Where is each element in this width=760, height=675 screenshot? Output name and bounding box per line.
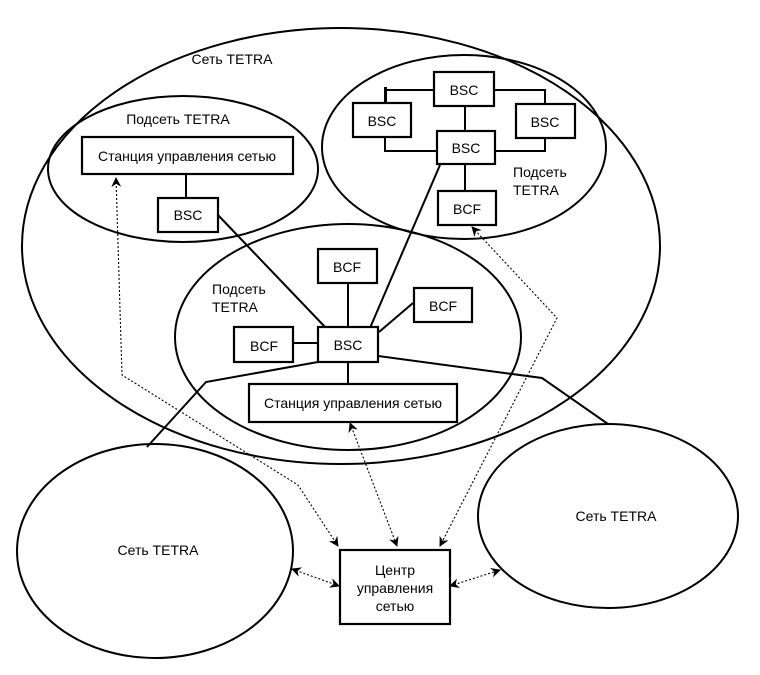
link-bsc-right-bsc-center [369,164,441,329]
subnet-right-label-1: Подсеть [513,164,567,180]
station-left-label: Станция управления сетью [98,148,276,164]
control-center-line3: сетью [376,598,415,614]
mgmt-link-network-left [291,567,340,588]
link-bsc-right-bsc-center [496,136,546,152]
mgmt-link-right-bcf [439,226,558,547]
bsc-rright-label: BSC [531,114,560,130]
control-center-line1: Центр [375,562,415,578]
bsc-rleft-label: BSC [368,113,397,129]
link-bcf-right-bsc [378,302,414,333]
subnet-left-label: Подсеть TETRA [126,111,230,127]
bsc-rcenter-label: BSC [452,140,481,156]
bsc-center-label: BSC [334,337,363,353]
bcf-cleft-label: BCF [250,338,278,354]
mgmt-link-left-station [111,177,339,547]
bsc-center-box [316,325,380,364]
bcf-cright-label: BCF [429,298,457,314]
bcf-cleft-box [232,325,295,364]
station-center-box [247,382,459,424]
bsc-top-label: BSC [450,82,479,98]
link-bsc-top-bsc-left [384,89,437,106]
link-bsc-left-bsc-center [384,136,437,152]
bcf-cright-box [412,286,474,324]
bsc-rleft-box [351,101,413,139]
network-right-label: Сеть TETRA [576,508,658,524]
bsc-left-label: BSC [174,207,203,223]
bcf-rbottom-label: BCF [453,201,481,217]
mgmt-link-center-station [348,422,399,547]
mgmt-link-network-right [449,568,501,588]
station-center-label: Станция управления сетью [264,395,442,411]
bsc-left-box [156,196,220,234]
bsc-rcenter-box [435,129,497,166]
subnet-center-label-2: TETRA [212,299,259,315]
bcf-ctop-box [316,247,379,285]
bcf-ctop-label: BCF [333,259,361,275]
control-center-line2: управления [357,580,433,596]
link-bsc-top-bsc-right [494,89,546,106]
subnet-center-label-1: Подсеть [212,281,266,297]
subnet-right-label-2: TETRA [513,182,560,198]
network-left-label: Сеть TETRA [118,542,200,558]
link-bsc-network-right [377,355,609,425]
control-center-box [338,548,452,626]
outer-network-ellipse [21,27,661,465]
outer-network-label: Сеть TETRA [192,51,274,67]
bsc-top-box [432,70,496,108]
station-left-box [80,135,295,176]
bsc-rright-box [514,102,577,140]
bcf-rbottom-box [436,189,498,227]
